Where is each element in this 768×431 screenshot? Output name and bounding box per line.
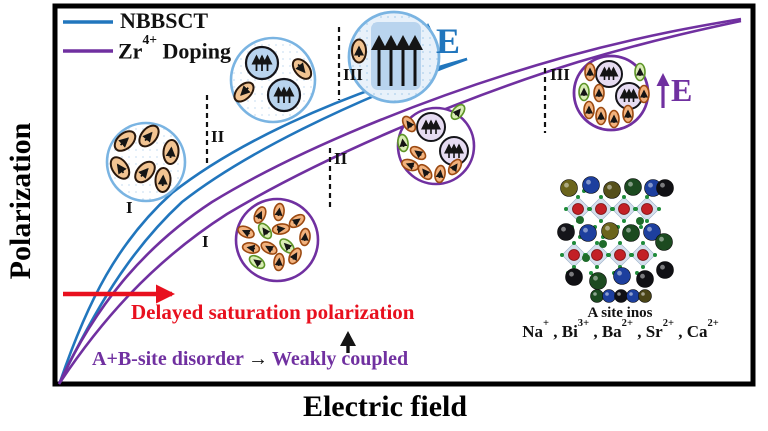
domain-circle-zr-III: [572, 54, 650, 132]
a-site-ions-list: Na+ , Bi3+ , Ba2+ , Sr2+ , Ca2+: [522, 317, 719, 341]
delayed-saturation-annotation: Delayed saturation polarization: [131, 300, 415, 324]
plot-border: [52, 3, 756, 387]
domain-circle-nbbsct-III: [347, 10, 441, 104]
region-label-nbbsct-II: II: [211, 127, 225, 146]
stage-dashed-lines: [205, 27, 547, 211]
region-label-zr-I: I: [202, 232, 209, 251]
right-arrow-glyph: →: [247, 348, 268, 370]
crystal-structure-image: [557, 176, 674, 290]
region-label-nbbsct-III: III: [343, 65, 363, 84]
x-axis-label: Electric field: [302, 390, 468, 423]
weakly-coupled-text: Weakly coupled: [271, 348, 409, 370]
a-site-caption: A site inos: [587, 305, 653, 321]
region-label-zr-III: III: [550, 65, 570, 84]
a-site-ion-spheres: [590, 289, 652, 303]
polar-nanoregions: [237, 202, 311, 272]
y-axis-label: Polarization: [4, 122, 37, 280]
domain-circle-zr-I: [234, 197, 320, 283]
region-label-zr-II: II: [334, 149, 348, 168]
domain-circle-zr-II: [396, 103, 476, 186]
disorder-annotation: A+B-site disorder→Weakly coupled: [92, 349, 408, 369]
domain-circle-nbbsct-II: [229, 36, 317, 124]
e-field-symbol-purple: E: [671, 72, 693, 108]
curve-nbbsct: [58, 57, 468, 383]
domain-circle-nbbsct-I: [105, 121, 187, 203]
saturated-polarization-arrows: [371, 35, 423, 86]
e-field-symbol-blue: E: [436, 21, 461, 61]
disorder-text: A+B-site disorder: [92, 348, 244, 370]
legend-label-zr-doping: Zr4+ Doping: [118, 31, 232, 64]
region-label-nbbsct-I: I: [126, 198, 133, 217]
legend-label-nbbsct: NBBSCT: [120, 8, 209, 33]
